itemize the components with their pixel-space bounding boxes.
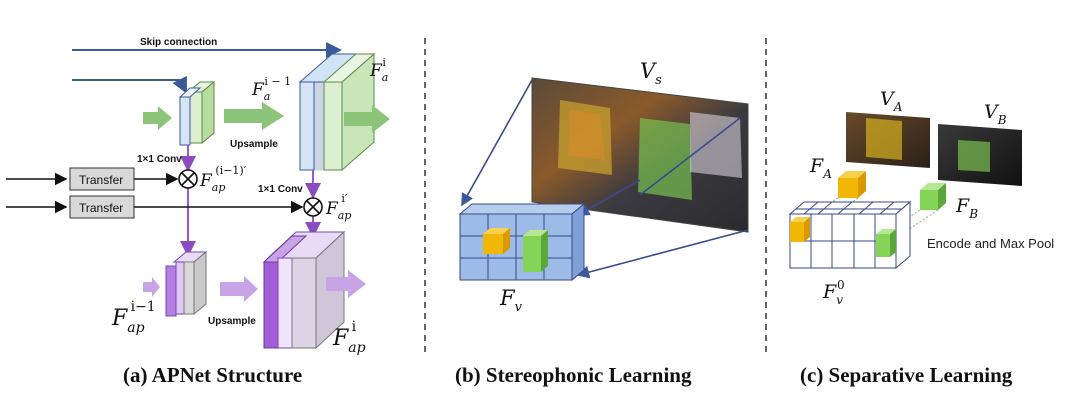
purple-arrow-small (143, 277, 160, 297)
label-fv: Fv (499, 286, 523, 315)
small-feature-block-top (178, 80, 216, 146)
cube-green-floating (920, 183, 946, 210)
label-fv0: Fv0 (822, 278, 845, 307)
label-fap-bottom-right: Fapi (332, 319, 366, 356)
cube-yellow-b (483, 228, 510, 254)
video-b-thumbnail (938, 124, 1022, 186)
skip-connection-line-drop (172, 75, 187, 94)
label-fap-bottom-left: Fapi−1 (111, 299, 156, 336)
projection-line-2 (576, 179, 641, 216)
caption-b: (b) Stereophonic Learning (455, 363, 692, 387)
conv-label-1: 1×1 Conv (137, 154, 182, 165)
projection-line-1 (461, 79, 533, 207)
panel-a: Skip connection Upsample Fai (6, 37, 390, 387)
panel-b: Vs (455, 59, 749, 387)
label-vs: Vs (640, 59, 662, 88)
upsample-label-bottom: Upsample (208, 316, 256, 327)
caption-c: (c) Separative Learning (800, 363, 1013, 387)
caption-a: (a) APNet Structure (123, 363, 302, 387)
cube-green-b (523, 230, 548, 272)
skip-connection-label: Skip connection (140, 37, 217, 48)
label-fap-right: Fapi′ (325, 192, 351, 222)
upsample-arrow-top (224, 102, 284, 130)
projection-line-3 (639, 117, 741, 196)
stereo-image (531, 77, 749, 233)
cube-yellow-floating (838, 171, 866, 198)
video-a-thumbnail (846, 112, 930, 168)
green-arrow-output (344, 105, 390, 133)
encode-label: Encode and Max Pool (927, 236, 1054, 251)
label-vb: VB (984, 101, 1007, 127)
panel-c: VA VB FA FB (788, 88, 1054, 387)
green-arrow-small (143, 106, 172, 130)
label-fa-prev: Fai − 1 (251, 75, 291, 103)
cube-green-c (876, 229, 896, 257)
conv-label-2: 1×1 Conv (258, 184, 303, 195)
multiply-icon-2 (306, 200, 320, 214)
upsample-label-top: Upsample (230, 139, 278, 150)
projection-line-4 (576, 229, 749, 279)
cube-yellow-c (790, 217, 810, 242)
small-feature-block-bottom (165, 250, 208, 317)
label-fb-c: FB (955, 195, 978, 221)
transfer-label-2: Transfer (79, 201, 123, 215)
label-fa-c: FA (809, 155, 832, 181)
label-fa: Fai (369, 56, 388, 84)
feature-grid-fv0 (788, 200, 912, 270)
feature-grid-fv (458, 202, 586, 282)
label-fap-mid: Fap(i−1)′ (199, 164, 247, 194)
upsample-arrow-bottom (220, 276, 258, 302)
transfer-label-1: Transfer (79, 173, 123, 187)
purple-arrow-output (326, 270, 366, 298)
multiply-icon-1 (181, 172, 195, 186)
label-va: VA (880, 88, 903, 114)
